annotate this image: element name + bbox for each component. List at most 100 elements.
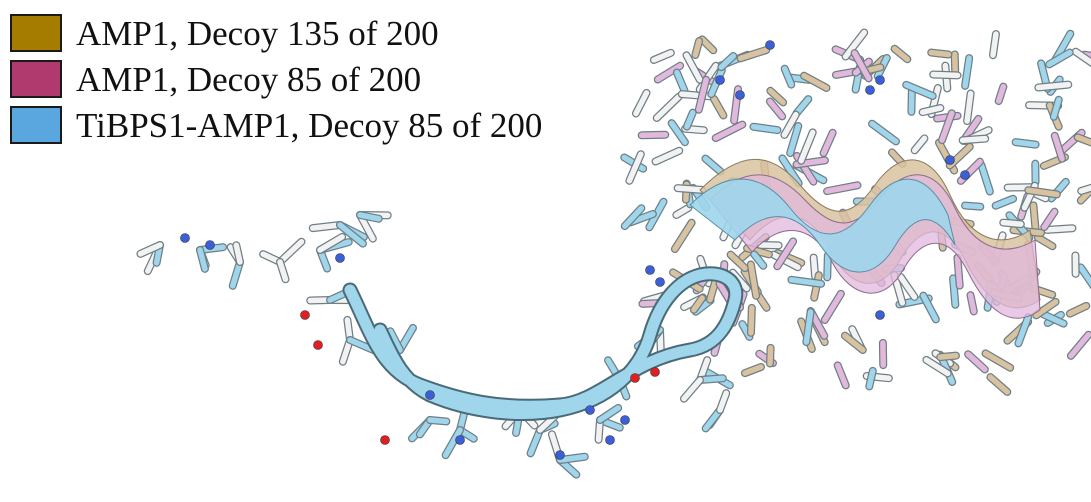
- coil-side-chain-bond: [277, 259, 289, 282]
- side-chain-bond: [692, 38, 702, 58]
- nitrogen-atom: [960, 170, 970, 180]
- side-chain-bond: [967, 292, 977, 315]
- side-chain-bond: [787, 123, 802, 156]
- side-chain-bond: [672, 219, 695, 252]
- nitrogen-atom: [735, 90, 745, 100]
- side-chain-bond: [822, 291, 844, 323]
- side-chain-bond: [1041, 208, 1058, 230]
- side-chain-bond: [798, 129, 816, 164]
- coil-side-chain-bond: [317, 234, 345, 253]
- nitrogen-atom: [425, 390, 435, 400]
- side-chain-bond: [684, 109, 696, 130]
- nitrogen-atom: [875, 310, 885, 320]
- side-chain-bond: [668, 120, 688, 145]
- side-chain-bond: [1051, 97, 1062, 120]
- nitrogen-atom: [765, 40, 775, 50]
- side-chain-bond: [1015, 314, 1031, 347]
- side-chain-bond: [767, 98, 785, 120]
- side-chain-bond: [1035, 81, 1072, 91]
- side-chain-bond: [928, 49, 952, 58]
- side-chain-bond: [655, 62, 683, 83]
- coil-side-chain-bond: [197, 247, 208, 272]
- side-chain-bond: [1051, 133, 1065, 162]
- coil-side-chain-bond: [347, 337, 377, 353]
- side-chain-bond: [674, 185, 705, 193]
- side-chain-bond: [978, 162, 993, 195]
- side-chain-bond: [962, 55, 972, 89]
- side-chain-bond: [982, 350, 1013, 371]
- coil-backbone-tube-fill: [344, 268, 742, 419]
- coil-side-chain-bond: [427, 417, 450, 425]
- peptide-backbone: [342, 158, 1041, 421]
- side-chain-bond: [801, 73, 830, 91]
- nitrogen-atom: [335, 253, 345, 263]
- side-chain-bond: [824, 252, 831, 281]
- side-chain-bond: [842, 332, 866, 353]
- side-chain-bond: [633, 90, 650, 117]
- side-chain-bond: [674, 69, 688, 94]
- side-chain-bond: [751, 251, 767, 269]
- side-chain-bond: [652, 147, 683, 165]
- coil-side-chain-bond: [597, 405, 621, 423]
- coil-side-chain-bond: [337, 222, 366, 247]
- coil-side-chain-bond: [233, 242, 243, 265]
- side-chain-bond: [748, 261, 759, 299]
- side-chain-bond: [920, 292, 939, 323]
- nitrogen-atom: [945, 155, 955, 165]
- side-chain-bond: [770, 251, 801, 270]
- oxygen-atom: [650, 367, 660, 377]
- side-chain-bond: [824, 182, 861, 194]
- side-chain-bond: [673, 205, 692, 218]
- side-chain-bond: [964, 90, 974, 124]
- coil-side-chain-bond: [527, 427, 543, 457]
- side-chain-bond: [911, 135, 928, 154]
- side-chain-bond: [702, 155, 724, 175]
- side-chain-bond: [626, 151, 644, 184]
- side-chain-bond: [851, 50, 872, 82]
- side-chain-bond: [897, 274, 918, 300]
- side-chain-bond: [788, 277, 824, 287]
- legend-swatch-blue: [10, 106, 62, 144]
- oxygen-atom: [313, 340, 323, 350]
- side-chain-bond: [1067, 303, 1090, 317]
- nitrogen-atom: [205, 240, 215, 250]
- side-chain-bond: [1044, 225, 1076, 233]
- side-chain-bond: [683, 52, 703, 83]
- nitrogen-atom: [655, 277, 665, 287]
- side-chain-bond: [903, 82, 936, 99]
- side-chain-bond: [908, 86, 915, 115]
- side-chain-bond: [923, 357, 951, 377]
- coil-side-chain-bond: [442, 427, 463, 458]
- side-chain-bond: [810, 254, 818, 280]
- side-chain-bond: [990, 31, 999, 58]
- legend-item-tibps1-amp1-decoy-85: TiBPS1-AMP1, Decoy 85 of 200: [10, 102, 542, 148]
- side-chain-bond: [1046, 49, 1073, 68]
- side-chain-bond: [891, 46, 911, 62]
- side-chain-bond: [866, 368, 876, 390]
- side-chain-bond: [774, 238, 796, 270]
- side-chain-bond: [651, 50, 674, 63]
- oxygen-atom: [380, 435, 390, 445]
- legend-label: TiBPS1-AMP1, Decoy 85 of 200: [76, 105, 543, 145]
- coil-side-chain-bond: [137, 242, 163, 257]
- helix-ribbon-blue: [689, 178, 956, 273]
- side-chain-bond: [748, 305, 755, 336]
- nitrogen-atom: [555, 450, 565, 460]
- side-chain-bond: [691, 295, 705, 313]
- oxygen-atom: [630, 373, 640, 383]
- side-chain-bond: [742, 364, 764, 376]
- side-chain-bond: [995, 83, 1007, 104]
- side-chain-bond: [1078, 264, 1091, 288]
- legend: AMP1, Decoy 135 of 200 AMP1, Decoy 85 of…: [10, 10, 542, 148]
- nitrogen-atom: [620, 415, 630, 425]
- side-chain-bond: [930, 71, 961, 79]
- coil-side-chain-bond: [557, 453, 588, 463]
- side-chain-bond: [767, 88, 786, 106]
- side-chain-bond: [1072, 48, 1091, 66]
- legend-item-amp1-decoy-85: AMP1, Decoy 85 of 200: [10, 56, 542, 102]
- side-chain-bond: [750, 124, 781, 133]
- side-chain-bond: [950, 275, 959, 308]
- coil-side-chain-bond: [681, 377, 703, 402]
- side-chain-bond: [834, 362, 849, 389]
- side-chain-bond: [1000, 219, 1024, 227]
